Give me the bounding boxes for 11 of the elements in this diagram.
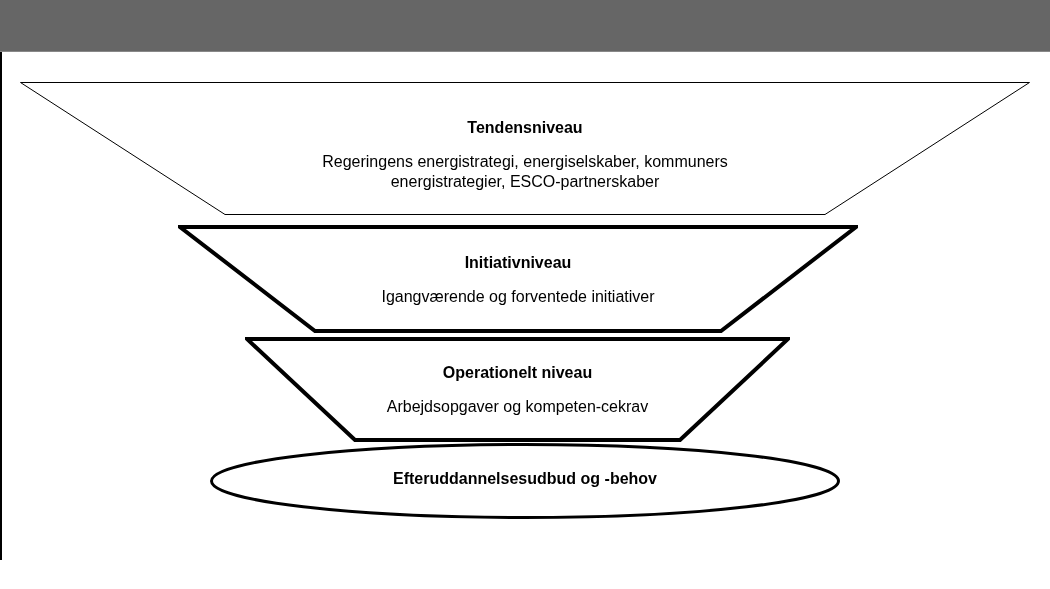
ellipse-node <box>210 443 840 519</box>
level-heading: Operationelt niveau <box>442 363 593 383</box>
level-heading: Efteruddannelsesudbud og -behov <box>393 469 657 489</box>
level-heading: Initiativniveau <box>464 253 572 273</box>
trapezoid-level <box>20 82 1030 215</box>
level-description: Igangværende og forventede initiativer <box>381 287 655 307</box>
trapezoid-level <box>245 337 790 442</box>
level-description: Regeringens energistrategi, energiselskaber, kommuners energistrategier, ESCO-partnerskaber <box>321 152 729 192</box>
level-heading: Tendensniveau <box>467 118 583 138</box>
trapezoid-level <box>178 225 858 333</box>
level-description: Arbejdsopgaver og kompeten-cekrav <box>386 397 649 417</box>
